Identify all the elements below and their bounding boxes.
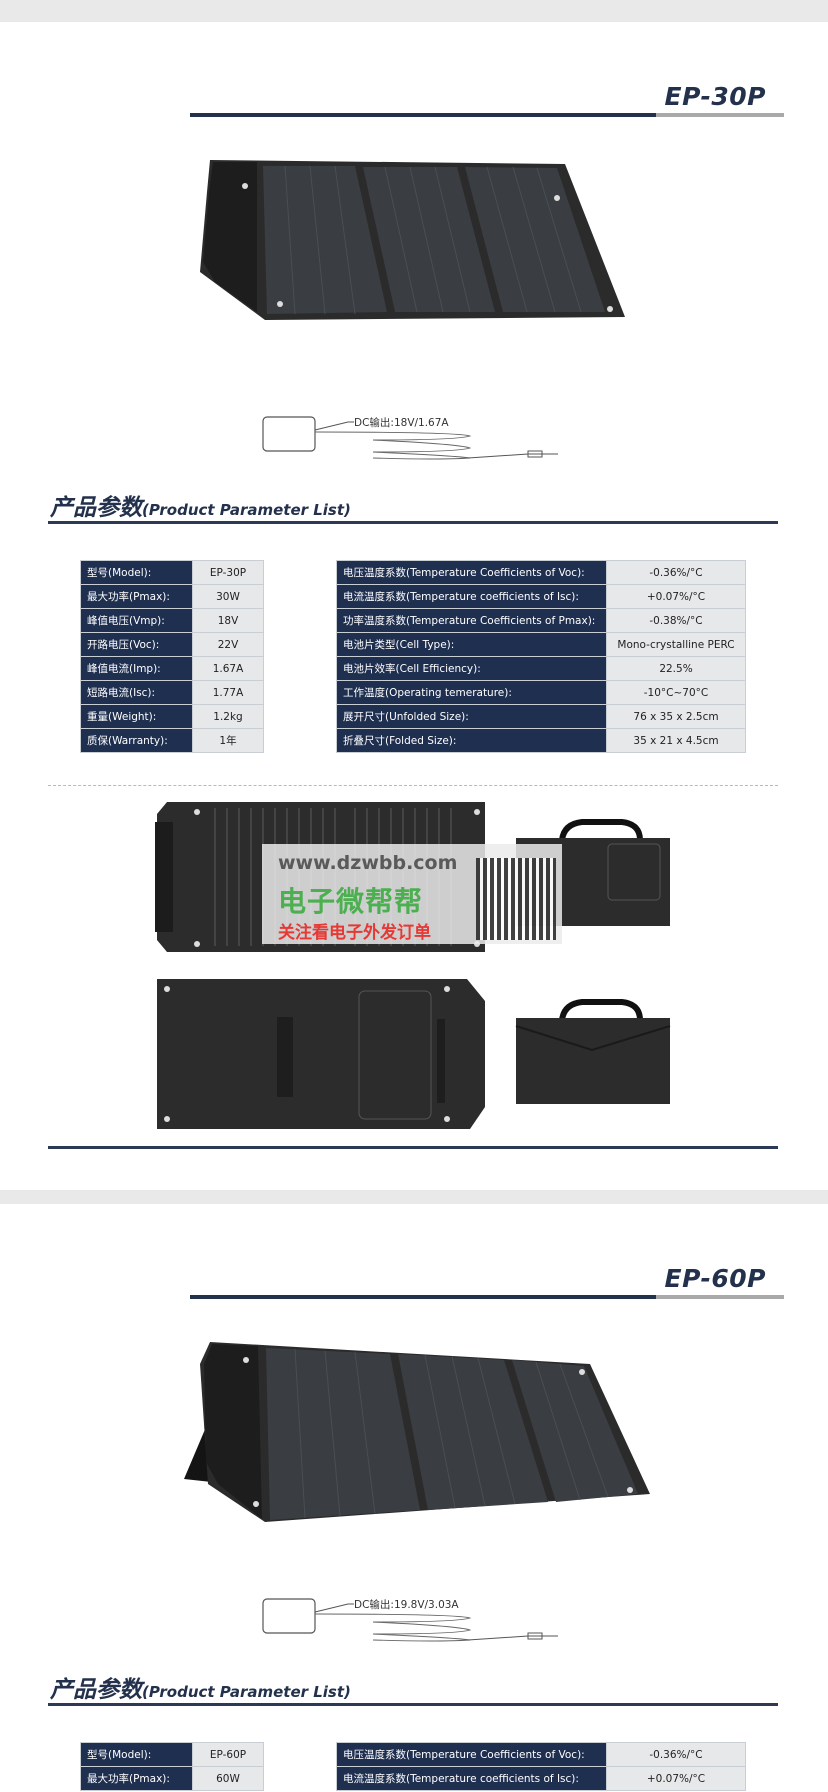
dc-output-label: DC输出:18V/1.67A bbox=[354, 416, 449, 429]
dc-cable-diagram: DC输出:18V/1.67A bbox=[262, 416, 558, 460]
table-row: 最大功率(Pmax):30W bbox=[80, 584, 264, 609]
table-row: 折叠尺寸(Folded Size):35 x 21 x 4.5cm bbox=[336, 728, 746, 753]
table-row: 开路电压(Voc):22V bbox=[80, 632, 264, 657]
folded-bag-front-image bbox=[515, 999, 671, 1104]
table-row: 短路电流(Isc):1.77A bbox=[80, 680, 264, 705]
table-row: 电池片类型(Cell Type):Mono-crystalline PERC bbox=[336, 632, 746, 657]
solar-panel-image bbox=[200, 160, 625, 320]
parameter-list-title: 产品参数(Product Parameter List) bbox=[50, 488, 351, 522]
spec-table-basic: 型号(Model):EP-30P 最大功率(Pmax):30W 峰值电压(Vmp… bbox=[80, 560, 264, 753]
title-underline-accent bbox=[656, 113, 784, 117]
table-row: 电流温度系数(Temperature coefficients of Isc):… bbox=[336, 584, 746, 609]
spec-table-basic: 型号(Model):EP-60P 最大功率(Pmax):60W bbox=[80, 1742, 264, 1791]
title-underline bbox=[190, 113, 656, 117]
parameter-title-en: (Product Parameter List) bbox=[142, 1683, 351, 1701]
spec-table-advanced: 电压温度系数(Temperature Coefficients of Voc):… bbox=[336, 1742, 746, 1791]
table-row: 电池片效率(Cell Efficiency):22.5% bbox=[336, 656, 746, 681]
solar-panel-stand-image bbox=[184, 1342, 650, 1522]
product-card-ep60p: EP-60P DC输出:19.8V/3.03A bbox=[0, 1204, 828, 1792]
watermark-url: www.dzwbb.com bbox=[278, 852, 458, 874]
product-card-ep30p: EP-30P DC输出:18V/1.67A bbox=[0, 22, 828, 1190]
table-row: 质保(Warranty):1年 bbox=[80, 728, 264, 753]
card-bottom-line bbox=[48, 1146, 778, 1149]
dc-cable-diagram: DC输出:19.8V/3.03A bbox=[262, 1598, 558, 1642]
table-row: 电压温度系数(Temperature Coefficients of Voc):… bbox=[336, 1742, 746, 1767]
table-row: 电流温度系数(Temperature coefficients of Isc):… bbox=[336, 1766, 746, 1791]
watermark-subtitle: 关注看电子外发订单 bbox=[278, 923, 431, 943]
watermark-name: 电子微帮帮 bbox=[278, 885, 424, 918]
title-underline-accent bbox=[656, 1295, 784, 1299]
spec-table-advanced: 电压温度系数(Temperature Coefficients of Voc):… bbox=[336, 560, 746, 753]
table-row: 功率温度系数(Temperature Coefficients of Pmax)… bbox=[336, 608, 746, 633]
table-row: 工作温度(Operating temerature):-10°C~70°C bbox=[336, 680, 746, 705]
title-underline bbox=[190, 1295, 656, 1299]
panel-front-view-image bbox=[157, 979, 485, 1129]
parameter-title-zh: 产品参数 bbox=[50, 495, 142, 521]
table-row: 重量(Weight):1.2kg bbox=[80, 704, 264, 729]
parameter-title-en: (Product Parameter List) bbox=[142, 501, 351, 519]
parameter-list-title: 产品参数(Product Parameter List) bbox=[50, 1670, 351, 1704]
parameter-title-underline bbox=[48, 1703, 778, 1706]
table-row: 型号(Model):EP-60P bbox=[80, 1742, 264, 1767]
table-row: 峰值电压(Vmp):18V bbox=[80, 608, 264, 633]
model-title: EP-60P bbox=[664, 1264, 766, 1293]
table-row: 型号(Model):EP-30P bbox=[80, 560, 264, 585]
model-title: EP-30P bbox=[664, 82, 766, 111]
dotted-divider bbox=[48, 785, 778, 786]
table-row: 电压温度系数(Temperature Coefficients of Voc):… bbox=[336, 560, 746, 585]
table-row: 峰值电流(Imp):1.67A bbox=[80, 656, 264, 681]
qr-code-image bbox=[476, 858, 556, 940]
parameter-title-zh: 产品参数 bbox=[50, 1677, 142, 1703]
parameter-title-underline bbox=[48, 521, 778, 524]
table-row: 展开尺寸(Unfolded Size):76 x 35 x 2.5cm bbox=[336, 704, 746, 729]
table-row: 最大功率(Pmax):60W bbox=[80, 1766, 264, 1791]
dc-output-label: DC输出:19.8V/3.03A bbox=[354, 1598, 459, 1611]
